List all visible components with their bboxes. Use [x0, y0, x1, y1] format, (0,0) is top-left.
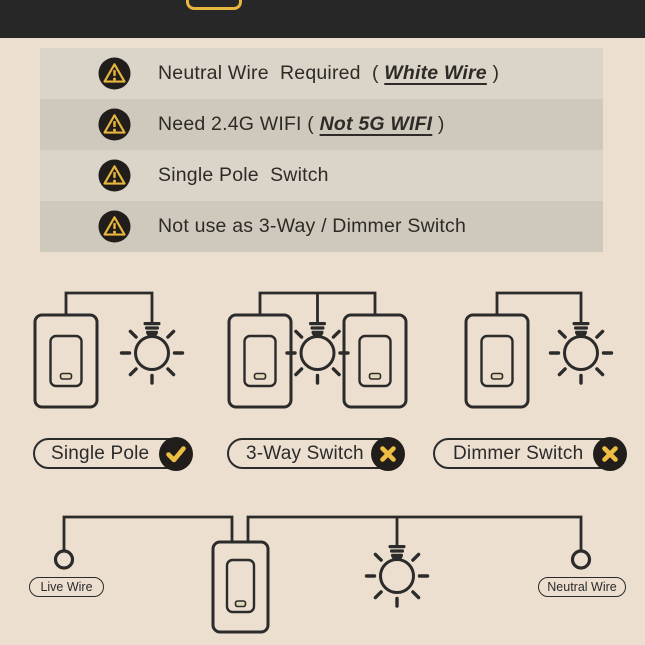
three-way-label-pill: 3-Way Switch: [227, 436, 405, 471]
dimmer-label-pill: Dimmer Switch: [433, 436, 627, 471]
bulb-icon: [364, 543, 430, 608]
live-wire-label: Live Wire: [40, 580, 93, 594]
warning-list: Neutral Wire Required ( White Wire ) Nee…: [40, 48, 603, 252]
three-way-diagram: [227, 291, 408, 409]
neutral-wire-line: [246, 515, 583, 550]
warning-row-wifi: Need 2.4G WIFI ( Not 5G WIFI ): [40, 99, 603, 150]
warning-row-not-3way-dimmer: Not use as 3-Way / Dimmer Switch: [40, 201, 603, 252]
switch-icon: [342, 313, 408, 409]
live-wire-label-pill: Live Wire: [29, 577, 104, 597]
warning-triangle-icon: [98, 159, 131, 192]
bulb-icon: [285, 320, 350, 385]
header-bar: [0, 0, 645, 38]
pill-label: Dimmer Switch: [453, 442, 584, 464]
neutral-wire-label: Neutral Wire: [547, 580, 617, 594]
dimmer-diagram: [464, 291, 614, 409]
warning-text: Not use as 3-Way / Dimmer Switch: [158, 215, 466, 237]
switch-icon: [33, 313, 99, 409]
single-pole-label-pill: Single Pole: [33, 436, 193, 471]
wire: [495, 291, 583, 323]
bulb-icon: [119, 320, 185, 385]
wiring-diagram: [53, 515, 592, 634]
switch-icon: [211, 540, 270, 634]
warning-row-single-pole: Single Pole Switch: [40, 150, 603, 201]
warning-row-neutral-wire: Neutral Wire Required ( White Wire ): [40, 48, 603, 99]
pill-label: 3-Way Switch: [246, 442, 364, 464]
switch-icon: [227, 313, 293, 409]
pill-label: Single Pole: [51, 442, 150, 464]
wire: [64, 291, 154, 323]
live-wire-line: [62, 515, 234, 550]
switch-icon: [464, 313, 530, 409]
warning-triangle-icon: [98, 210, 131, 243]
wire: [258, 291, 377, 323]
warning-text: Neutral Wire Required ( White Wire ): [158, 62, 500, 84]
live-terminal-icon: [53, 549, 75, 570]
warning-triangle-icon: [98, 57, 131, 90]
gold-outline-badge-icon: [186, 0, 242, 10]
cross-icon: [593, 436, 627, 471]
single-pole-diagram: [33, 291, 185, 409]
neutral-wire-label-pill: Neutral Wire: [538, 577, 626, 597]
neutral-terminal-icon: [570, 549, 592, 570]
bulb-icon: [548, 320, 614, 385]
warning-triangle-icon: [98, 108, 131, 141]
check-icon: [159, 436, 193, 471]
warning-text: Need 2.4G WIFI ( Not 5G WIFI ): [158, 113, 445, 135]
cross-icon: [371, 436, 405, 471]
warning-text: Single Pole Switch: [158, 164, 329, 186]
